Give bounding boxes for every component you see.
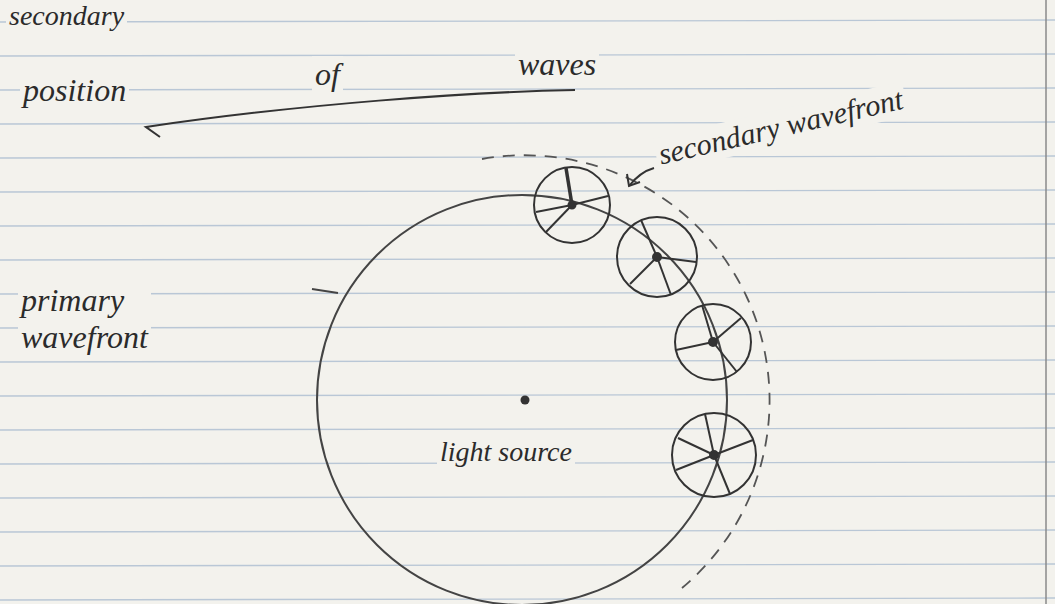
secondary-wavefront-label: secondary wavefront: [652, 81, 909, 172]
primary-wavefront-label: primary wavefront: [18, 282, 151, 356]
note-word: of: [312, 56, 343, 93]
leader-arrow: [627, 168, 654, 186]
pointer-arrow: [146, 90, 575, 137]
note-word: position: [20, 72, 129, 109]
leader-line: [312, 289, 338, 293]
primary-wavefront-circle: [317, 195, 727, 604]
light-source-label: light source: [437, 436, 575, 468]
secondary-wavefront-arc: [482, 155, 770, 588]
ruled-lines: [0, 20, 1055, 600]
margin-line: [1045, 0, 1047, 604]
heading-word: secondary: [6, 0, 127, 32]
light-source-dot: [521, 396, 530, 405]
note-word: waves: [515, 46, 599, 83]
